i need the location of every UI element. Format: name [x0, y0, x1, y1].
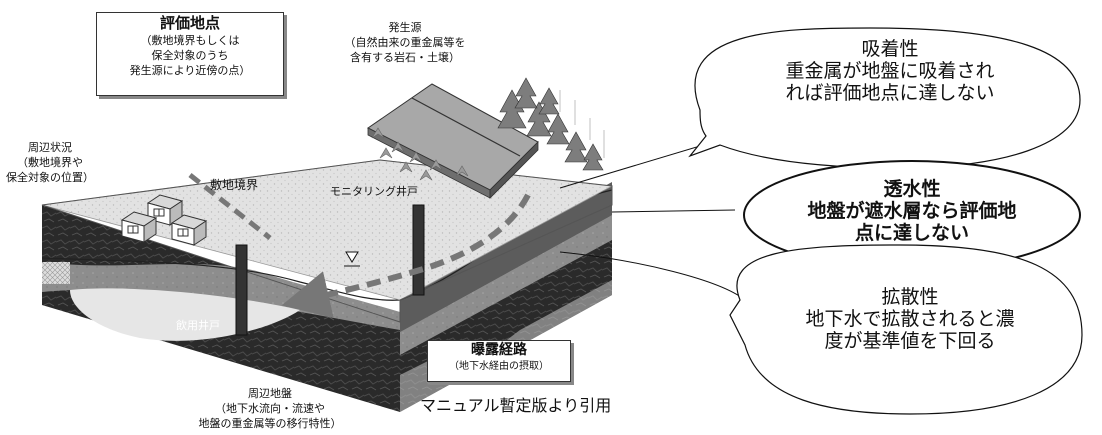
evaluation-point-line: 保全対象のうち: [151, 49, 229, 62]
source-title: 発生源: [388, 21, 422, 34]
drinking-well: [235, 244, 248, 336]
surroundings-label: 周辺状況 （敷地境界や 保全対象の位置）: [0, 140, 100, 185]
bubbles: [688, 27, 1083, 415]
house: [170, 214, 208, 246]
site-boundary-label: 敷地境界: [210, 178, 259, 192]
bubble-line: 重金属が地盤に吸着され: [785, 60, 995, 82]
site-boundary-line: [188, 173, 272, 240]
citation: マニュアル暫定版より引用: [420, 396, 612, 415]
bubble-title: 拡散性: [881, 286, 939, 308]
callout-lines: [559, 139, 746, 301]
bubble-diffusion-text: 拡散性 地下水で拡散されると濃 度が基準値を下回る: [775, 286, 1045, 352]
surroundings-line: 保全対象の位置）: [6, 171, 94, 184]
evaluation-point-title: 評価地点: [159, 14, 220, 32]
bubble-diffusion: [729, 244, 1083, 415]
forest: [497, 77, 605, 171]
surroundings-title: 周辺状況: [28, 141, 72, 154]
ground-title: 周辺地盤: [248, 387, 292, 400]
house: [120, 211, 158, 243]
exposure-path-sub: （地下水経由の摂取）: [449, 361, 549, 372]
bubble-line: れば評価地点に達しない: [785, 82, 995, 104]
bubble-line: 点に達しない: [854, 222, 969, 244]
ground-line: （地下水流向・流速や: [215, 402, 325, 415]
source-line: （自然由来の重金属等を: [344, 36, 466, 49]
bubble-permeability-text: 透水性 地盤が遮水層なら評価地 点に達しない: [772, 178, 1052, 244]
ground-line: 地盤の重金属等の移行特性）: [198, 417, 342, 430]
bubble-line: 度が基準値を下回る: [824, 330, 996, 352]
surroundings-line: （敷地境界や: [17, 156, 83, 169]
exposure-path-box: 曝露経路 （地下水経由の摂取）: [427, 340, 571, 382]
evaluation-point-box: 評価地点 （敷地境界もしくは 保全対象のうち 発生源により近傍の点）: [96, 12, 284, 96]
source-line: 含有する岩石・土壌）: [350, 51, 460, 64]
bubble-adsorption: [688, 27, 1081, 169]
houses: [120, 194, 208, 246]
monitoring-well: [412, 204, 425, 296]
water-table-marker: [345, 251, 359, 263]
evaluation-point-line: 発生源により近傍の点）: [129, 64, 251, 77]
source-label: 発生源 （自然由来の重金属等を 含有する岩石・土壌）: [330, 20, 480, 65]
groundwater-flow-arrow: [281, 193, 531, 319]
drinking-well-label: 飲用井戸: [176, 319, 220, 332]
bubble-title: 透水性: [883, 178, 941, 200]
bubble-line: 地下水で拡散されると濃: [805, 308, 1015, 330]
exposure-path-title: 曝露経路: [471, 342, 527, 358]
monitoring-well-label: モニタリング井戸: [330, 185, 418, 198]
bubble-line: 地盤が遮水層なら評価地: [807, 200, 1017, 222]
ground-label: 周辺地盤 （地下水流向・流速や 地盤の重金属等の移行特性）: [180, 386, 360, 431]
hatched-layer: [42, 262, 70, 284]
vegetation: [371, 127, 469, 181]
evaluation-point-line: （敷地境界もしくは: [140, 34, 240, 47]
bubble-adsorption-text: 吸着性 重金属が地盤に吸着され れば評価地点に達しない: [760, 38, 1020, 104]
bubble-title: 吸着性: [861, 38, 919, 60]
